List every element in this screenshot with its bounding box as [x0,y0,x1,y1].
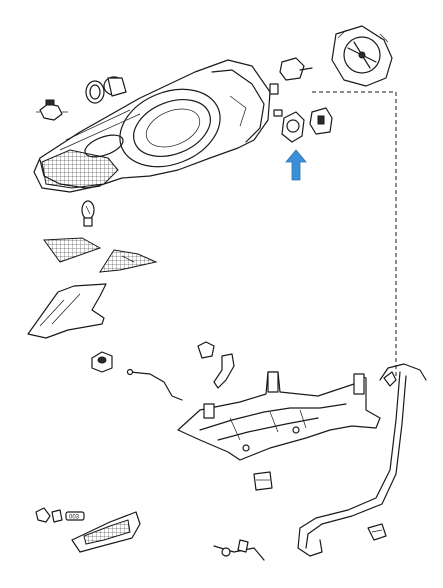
rear-cover-cap[interactable] [331,25,393,87]
side-bulb[interactable] [36,99,68,121]
wiring-plug[interactable] [309,107,333,135]
bulb-socket-connector[interactable] [273,109,305,143]
lens-ring[interactable] [85,80,105,104]
reflector-insert-right[interactable] [99,249,158,273]
headlight-housing[interactable] [33,59,271,193]
adjustment-rod[interactable] [126,368,183,401]
reflector-insert-left[interactable] [43,237,102,263]
mounting-arm[interactable] [213,353,235,389]
alignment-line [312,91,397,378]
harness-clip[interactable] [367,523,387,541]
part-tag: 003 [65,511,85,521]
gasket-sheet[interactable] [27,283,107,339]
indicator-bulb[interactable] [81,200,95,227]
wiring-harness[interactable] [297,363,427,557]
fuse-holder[interactable] [253,471,273,491]
side-marker-lamp[interactable] [71,511,141,553]
grommet[interactable] [91,351,113,373]
small-bulb-set[interactable] [35,507,63,523]
mounting-frame[interactable] [177,371,381,461]
clip[interactable] [197,341,215,359]
screw-set[interactable] [213,539,265,561]
part-tag-text: 003 [69,515,80,521]
up-arrow-icon [285,149,307,181]
socket-adapter[interactable] [103,76,127,97]
main-bulb[interactable] [269,57,313,95]
